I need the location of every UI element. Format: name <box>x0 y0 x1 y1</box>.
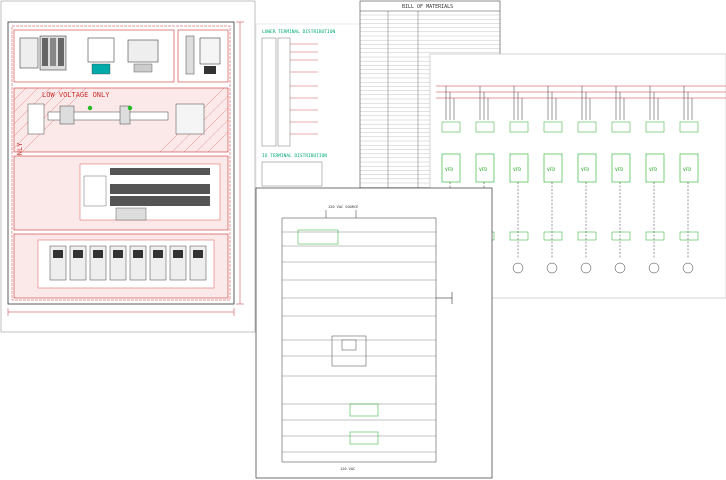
motor-symbol <box>512 262 524 274</box>
vfd-column: VFD <box>679 86 699 274</box>
vfd-label: VFD <box>513 167 521 173</box>
vfd-label: VFD <box>649 167 657 173</box>
enclosure-outline <box>7 21 235 305</box>
motor-symbol <box>682 262 694 274</box>
low-voltage-label: LOW VOLTAGE ONLY <box>42 91 110 99</box>
vfd-label: VFD <box>683 167 691 173</box>
bom-title: BILL OF MATERIALS <box>402 4 453 10</box>
vfd-label: VFD <box>445 167 453 173</box>
vfd-label: VFD <box>479 167 487 173</box>
control-bottom-note: 120 VAC <box>340 467 355 471</box>
panel-layout-sheet: LOW VOLTAGE ONLY LOW VOLTAGE ONLY <box>0 0 256 333</box>
vfd-label: VFD <box>547 167 555 173</box>
vfd-label: VFD <box>615 167 623 173</box>
vfd-column: VFD <box>645 86 665 274</box>
terminal-schedule-sheet: LOWER TERMINAL DISTRIBUTION IO TERMINAL … <box>255 23 367 221</box>
terminal-schedule-second-title: IO TERMINAL DISTRIBUTION <box>262 153 327 159</box>
vfd-column: VFD <box>611 86 631 274</box>
terminal-schedule-title: LOWER TERMINAL DISTRIBUTION <box>262 29 335 35</box>
vfd-label: VFD <box>581 167 589 173</box>
motor-symbol <box>614 262 626 274</box>
vfd-column: VFD <box>509 86 529 274</box>
control-schematic-sheet: 120 VAC SOURCE 120 VAC <box>255 187 493 479</box>
motor-symbol <box>546 262 558 274</box>
vfd-column: VFD <box>577 86 597 274</box>
vfd-column: VFD <box>543 86 563 274</box>
motor-symbol <box>580 262 592 274</box>
motor-symbol <box>648 262 660 274</box>
control-top-note: 120 VAC SOURCE <box>328 205 358 209</box>
